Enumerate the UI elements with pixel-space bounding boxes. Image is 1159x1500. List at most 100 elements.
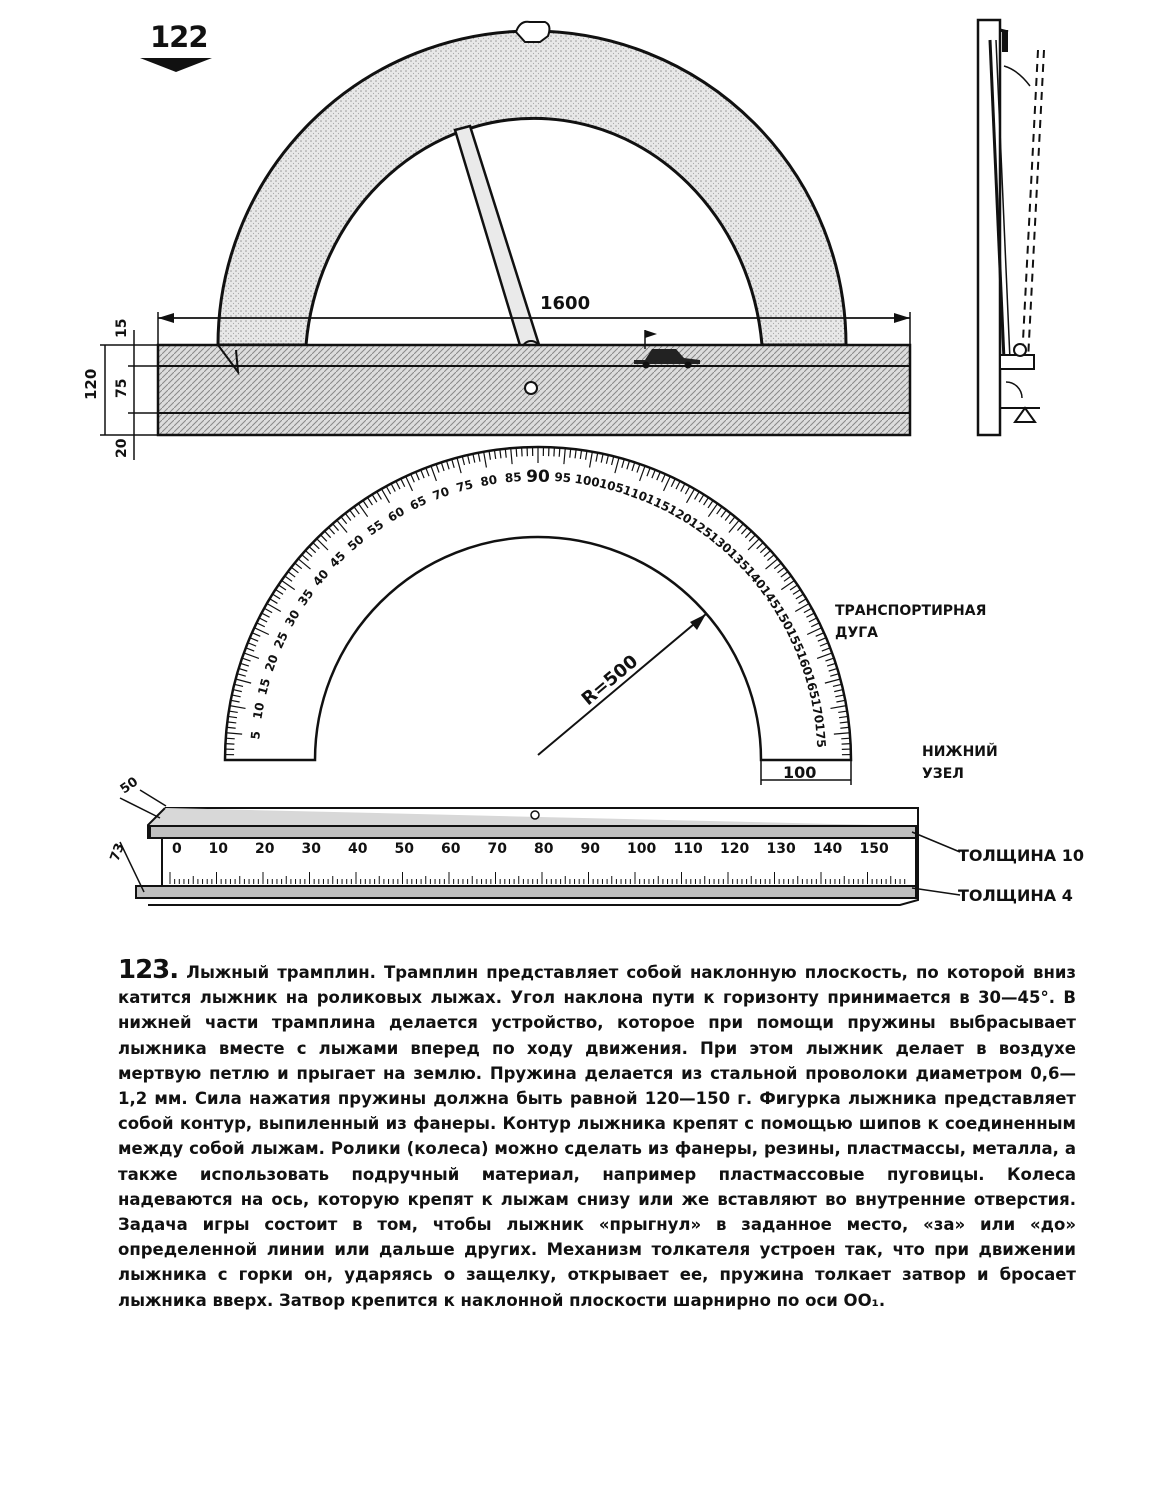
protractor-tick (744, 530, 752, 539)
protractor-tick (456, 457, 462, 474)
protractor-tick (662, 476, 671, 492)
protractor-tick (835, 694, 845, 698)
protractor-tick (425, 467, 430, 477)
protractor-tick (371, 494, 378, 503)
protractor-tick (756, 542, 764, 550)
protractor-degree-label: 175 (812, 722, 828, 748)
protractor-tick (684, 485, 691, 495)
protractor-tick (287, 571, 296, 578)
protractor-tick (316, 538, 329, 551)
protractor-degree-label: 80 (479, 472, 498, 489)
thickness-10-label: ТОЛЩИНА 10 (958, 846, 1084, 865)
protractor-tick (261, 612, 270, 618)
protractor-tick (806, 612, 815, 618)
protractor-tick (605, 454, 609, 464)
protractor-tick (236, 673, 246, 677)
protractor-tick (227, 715, 238, 719)
protractor-tick (759, 546, 768, 554)
caption-number: 123. (118, 955, 179, 985)
dim-height-75: 75 (114, 379, 130, 398)
protractor-tick (569, 448, 572, 458)
protractor-tick (839, 721, 849, 724)
protractor-tick (275, 589, 284, 595)
ruler-scale-label: 30 (302, 841, 322, 857)
protractor-tick (297, 558, 311, 570)
protractor-degree-label: 70 (431, 484, 451, 503)
base-width-label: 100 (783, 763, 816, 782)
protractor-tick (707, 503, 719, 518)
protractor-tick (435, 463, 440, 473)
protractor-tick (631, 462, 636, 472)
protractor-tick (278, 584, 287, 591)
protractor-tick (380, 488, 391, 504)
protractor-tick (614, 457, 620, 474)
caption-title: Лыжный трамплин. (186, 963, 376, 982)
protractor-tick (789, 584, 798, 591)
ruler-scale-label: 120 (720, 841, 749, 857)
protractor-tick (838, 715, 849, 719)
protractor-tick (656, 471, 661, 481)
car-icon (634, 330, 700, 369)
ruler-scale-label: 150 (860, 841, 889, 857)
protractor-tick (736, 523, 744, 531)
ruler-scale-label: 130 (767, 841, 796, 857)
protractor-tick (670, 478, 676, 488)
protractor-tick (626, 460, 631, 470)
protractor-tick (610, 456, 615, 466)
protractor-tick (294, 562, 303, 570)
protractor-degree-label: 105 (597, 476, 625, 496)
protractor-degree-label: 15 (255, 677, 273, 697)
ruler-scale-label: 100 (627, 841, 656, 857)
protractor-tick (234, 683, 244, 688)
protractor-tick (720, 509, 727, 518)
protractor-tick (232, 689, 242, 693)
ruler-scale-label: 20 (255, 841, 275, 857)
protractor-tick (385, 485, 392, 495)
protractor-tick (376, 491, 382, 500)
protractor-tick (838, 710, 848, 714)
protractor-tick (825, 657, 835, 662)
protractor-tick (661, 473, 666, 483)
protractor-tick (472, 453, 476, 463)
protractor-tick (467, 454, 471, 464)
protractor-tick (515, 447, 518, 457)
arc-label-line2: ДУГА (835, 625, 878, 641)
protractor-tick (830, 705, 847, 710)
protractor-tick (415, 471, 420, 481)
protractor-tick (499, 449, 502, 459)
protractor-tick (235, 678, 252, 684)
protractor-tick (238, 667, 248, 672)
protractor-tick (510, 448, 513, 465)
dim-height-120: 120 (82, 369, 100, 400)
protractor-degree-label: 20 (262, 653, 281, 673)
protractor-tick (639, 465, 646, 482)
protractor-tick (254, 627, 270, 636)
protractor-tick (451, 458, 455, 468)
protractor-tick (728, 519, 740, 533)
protractor-tick (646, 467, 651, 477)
protractor-tick (226, 726, 236, 729)
protractor-tick (621, 458, 625, 468)
page-number: 122 (150, 20, 209, 54)
protractor-tick (574, 449, 577, 459)
ruler-scale-label: 0 (172, 841, 182, 857)
protractor-tick (226, 732, 243, 735)
protractor-tick (324, 530, 332, 539)
ruler-scale-label: 70 (488, 841, 508, 857)
protractor-tick (308, 546, 317, 554)
caption-text: Трамплин представляет собой наклонную пл… (118, 963, 1077, 1310)
side-view (976, 18, 1045, 437)
protractor-tick (703, 497, 709, 506)
protractor-tick (780, 579, 795, 591)
technical-drawing: 1600 120 15 75 20 5101520253035404550556… (82, 18, 1084, 906)
protractor-tick (281, 579, 296, 591)
protractor-tick (395, 480, 401, 490)
protractor-tick (445, 460, 450, 470)
protractor-tick (390, 483, 396, 492)
protractor-tick (240, 662, 250, 667)
protractor-tick (493, 449, 497, 460)
protractor-tick (841, 737, 851, 740)
protractor-degree-label: 90 (526, 467, 550, 487)
protractor-tick (588, 451, 593, 468)
protractor-tick (440, 462, 445, 472)
